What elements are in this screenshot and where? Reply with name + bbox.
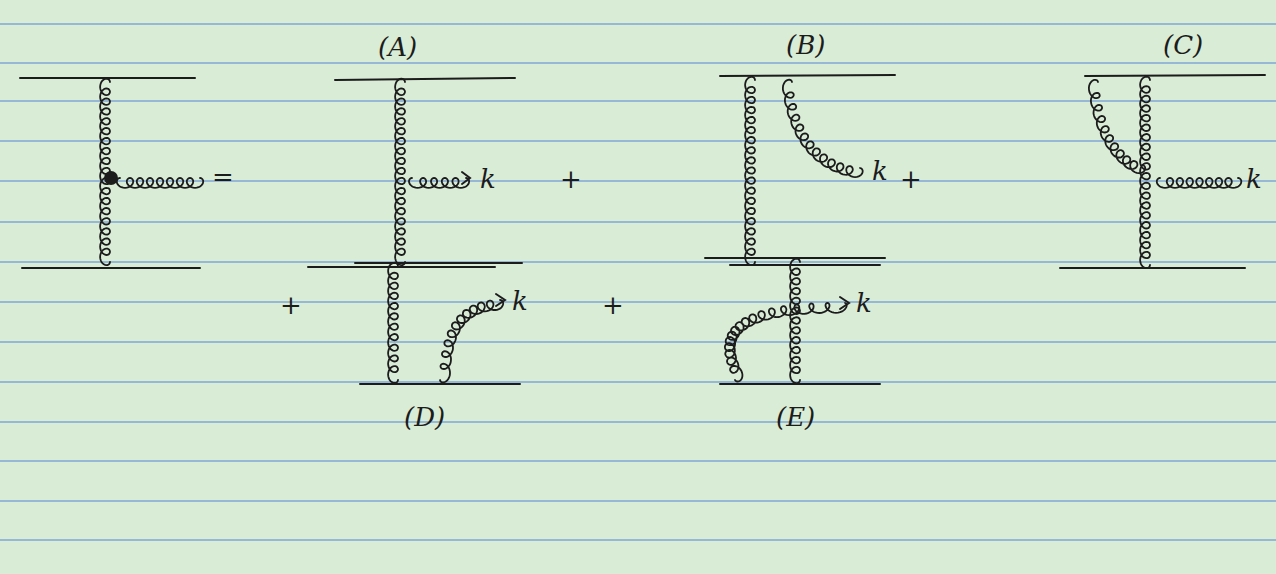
equals-sign: = <box>212 164 234 190</box>
figure-label: (C) <box>1163 32 1203 58</box>
momentum-label: k <box>512 288 528 314</box>
gluon-lines <box>100 77 1241 384</box>
momentum-label: k <box>872 158 888 184</box>
gluon <box>725 303 847 382</box>
gluon <box>409 178 469 188</box>
momentum-label: k <box>856 290 872 316</box>
gluon <box>783 80 863 177</box>
figure-label: (A) <box>378 34 417 60</box>
quark-lines <box>20 75 1265 384</box>
figure-label: (D) <box>404 404 445 430</box>
gluon <box>440 300 503 382</box>
plus-sign: + <box>900 166 922 192</box>
gluon <box>395 79 405 266</box>
gluon <box>745 77 755 265</box>
gluon <box>117 178 203 188</box>
gluon <box>1089 80 1145 173</box>
momentum-label: k <box>480 166 496 192</box>
plus-sign: + <box>602 292 624 318</box>
gluon <box>1157 178 1242 188</box>
notebook-rules <box>0 24 1276 540</box>
figure-label: (E) <box>776 404 815 430</box>
figure-label: (B) <box>786 32 825 58</box>
gluon <box>388 263 398 383</box>
plus-sign: + <box>280 292 302 318</box>
effective-vertex <box>104 171 118 185</box>
plus-sign: + <box>560 166 582 192</box>
gluon <box>790 259 800 384</box>
momentum-label: k <box>1246 166 1262 192</box>
